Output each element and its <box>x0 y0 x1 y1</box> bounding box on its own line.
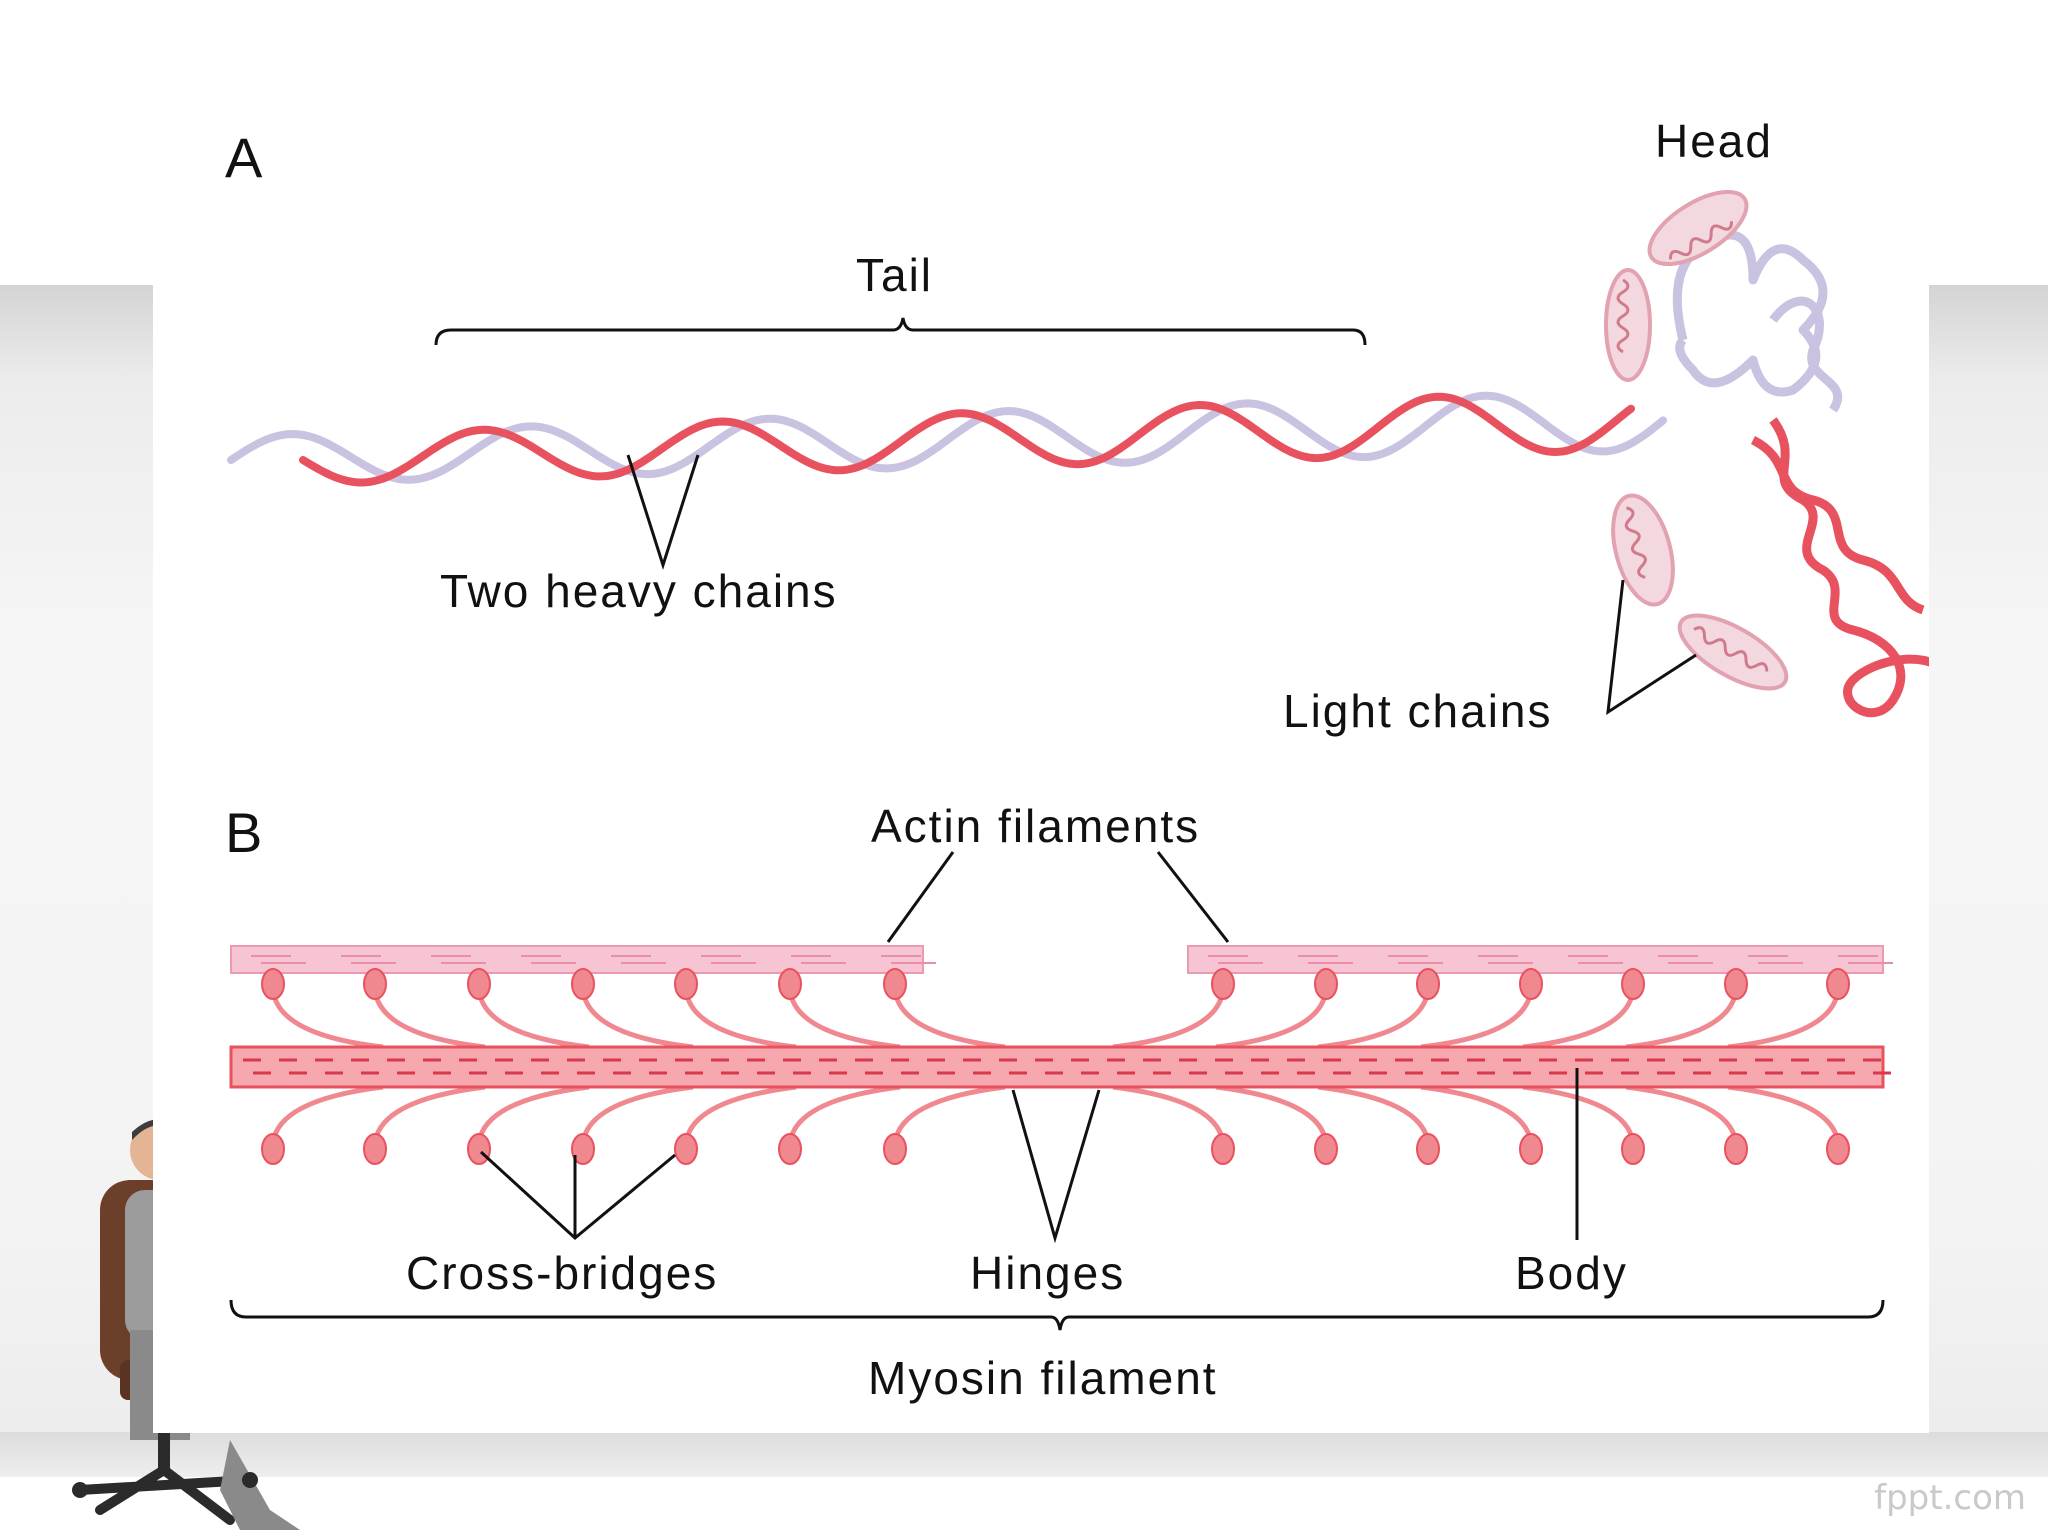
slide-background-band-bottom <box>0 1432 2048 1477</box>
actin-filament-left <box>230 945 924 974</box>
actin-filaments-label: Actin filaments <box>871 800 1201 852</box>
body-label: Body <box>1515 1247 1628 1299</box>
myosin-filament-body <box>229 1045 1885 1089</box>
myosin-filament-label: Myosin filament <box>868 1352 1218 1404</box>
panel-a-letter: A <box>225 126 263 189</box>
cross-bridges-label: Cross-bridges <box>406 1247 719 1299</box>
actin-filament-right <box>1187 945 1884 974</box>
panel-b-graphic <box>229 851 1893 1331</box>
heavy-chain-red <box>299 392 1635 487</box>
heavy-chains <box>227 391 1667 487</box>
myosin-filament-bracket <box>229 1299 1885 1331</box>
heavy-chain-lilac <box>227 391 1667 484</box>
cross-bridges-pointer <box>479 1150 676 1240</box>
actin-pointer-left <box>886 851 955 943</box>
light-chains-label: Light chains <box>1283 685 1553 737</box>
light-chains-pointer <box>1606 579 1697 715</box>
actin-dashes <box>251 955 1893 964</box>
heavy-chains-pointer <box>626 454 700 570</box>
actin-pointer-right <box>1156 851 1230 943</box>
head-label: Head <box>1655 115 1773 167</box>
tail-label: Tail <box>856 249 934 301</box>
cross-bridges-graphic <box>261 968 1850 1165</box>
hinges-label: Hinges <box>970 1247 1126 1299</box>
figure-panel: A Head Tail Two heavy chains Light chain… <box>153 0 1929 1433</box>
watermark: fppt.com <box>1874 1478 2026 1518</box>
panel-b-letter: B <box>225 801 263 864</box>
light-chains-graphic <box>1604 189 1789 691</box>
panel-a-graphic <box>227 189 1929 718</box>
tail-bracket <box>434 317 1367 346</box>
two-heavy-chains-label: Two heavy chains <box>440 565 838 617</box>
myosin-dashes <box>243 1058 1891 1075</box>
slide-background-band-right <box>1928 285 2048 1475</box>
myosin-diagram <box>227 189 1929 1331</box>
hinges-pointer <box>1011 1089 1101 1244</box>
